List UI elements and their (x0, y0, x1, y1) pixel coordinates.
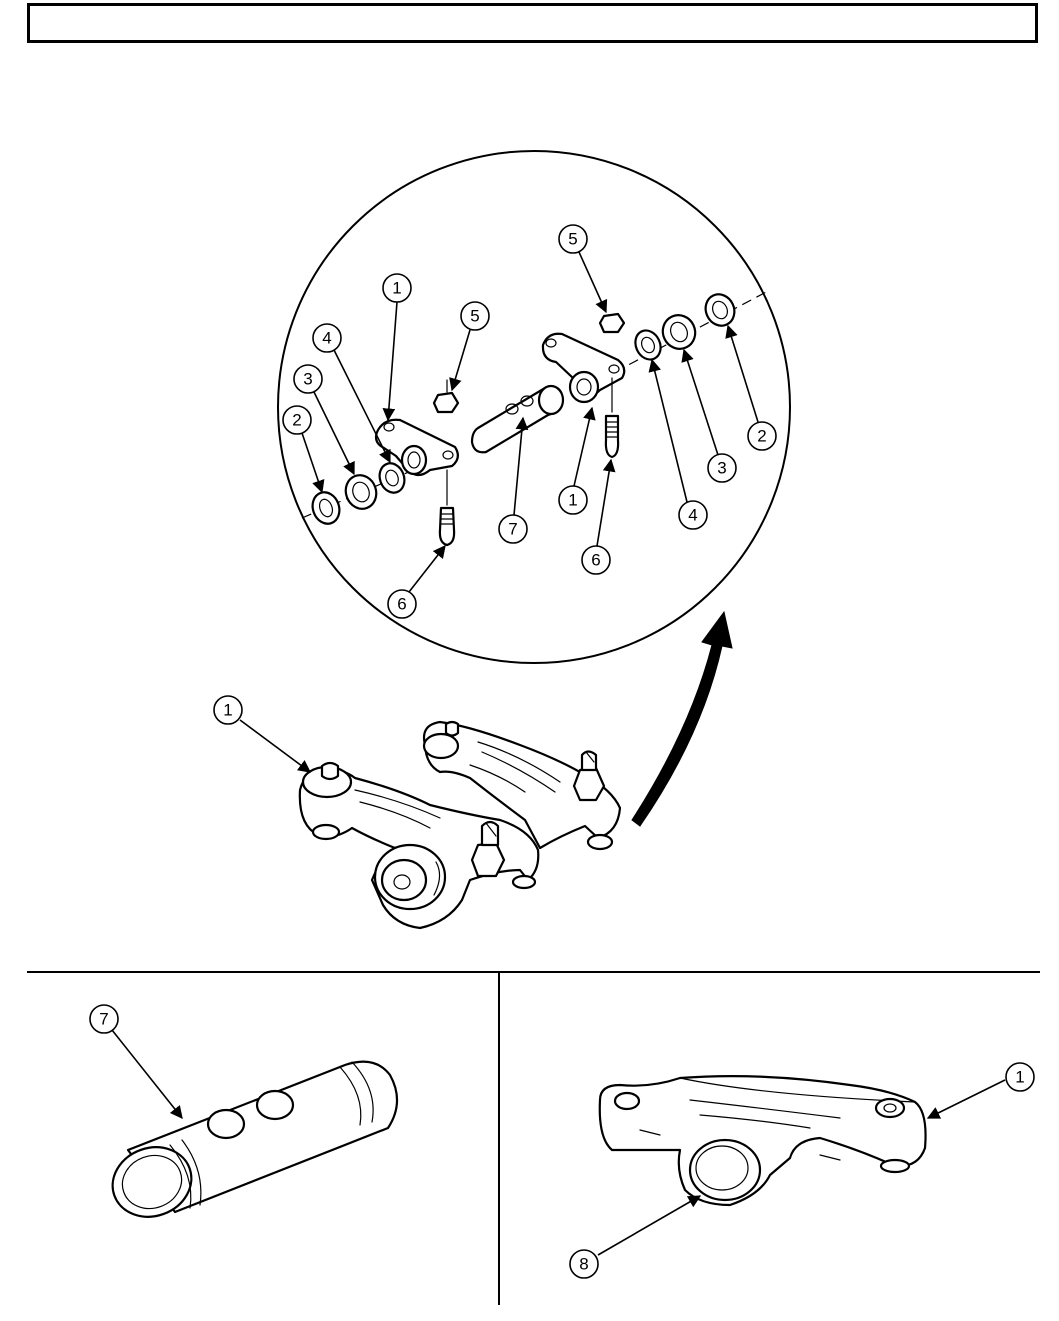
leader-d-1b (574, 408, 592, 486)
callout-d-2b: 2 (748, 422, 776, 450)
leader-d-3b (684, 350, 718, 455)
leader-bore-8 (598, 1196, 700, 1255)
svg-text:1: 1 (1015, 1068, 1024, 1087)
callout-d-5b: 5 (559, 225, 587, 253)
callout-shaft-7: 7 (90, 1005, 118, 1033)
leader-d-5a (452, 330, 470, 390)
svg-text:6: 6 (591, 551, 600, 570)
svg-text:4: 4 (688, 506, 697, 525)
detail-pointer-arrow (632, 612, 732, 826)
right-spring-washer (631, 326, 665, 363)
callout-d-6a: 6 (388, 590, 416, 618)
leader-assembly-1 (240, 720, 310, 772)
callout-bore-8: 8 (570, 1250, 598, 1278)
svg-text:5: 5 (470, 307, 479, 326)
leader-d-1a (388, 302, 397, 420)
svg-text:1: 1 (568, 491, 577, 510)
left-washer (341, 471, 381, 513)
leader-d-2a (302, 433, 322, 492)
callout-d-3b: 3 (708, 454, 736, 482)
callout-d-5a: 5 (461, 302, 489, 330)
svg-text:8: 8 (579, 1255, 588, 1274)
svg-text:1: 1 (223, 701, 232, 720)
leader-d-2b (728, 326, 758, 422)
callout-assembly-1: 1 (214, 696, 242, 724)
rocker-shaft-detail (472, 386, 563, 452)
svg-text:2: 2 (292, 411, 301, 430)
rocker-arm-assembly (300, 722, 620, 928)
svg-text:6: 6 (397, 595, 406, 614)
callout-d-7: 7 (499, 515, 527, 543)
callout-d-4a: 4 (313, 324, 341, 352)
left-snap-ring (308, 489, 343, 528)
callout-d-6b: 6 (582, 546, 610, 574)
callout-d-1b: 1 (559, 486, 587, 514)
callout-d-1a: 1 (383, 274, 411, 302)
leader-d-4b (652, 360, 687, 502)
leader-d-6a (409, 546, 445, 592)
svg-text:7: 7 (99, 1010, 108, 1029)
rocker-shaft-view (103, 1062, 397, 1228)
svg-text:3: 3 (717, 459, 726, 478)
svg-text:5: 5 (568, 230, 577, 249)
leader-d-4a (334, 350, 390, 462)
right-adjust-nut (600, 314, 624, 332)
rocker-arm-view (600, 1076, 926, 1205)
svg-text:7: 7 (508, 520, 517, 539)
leader-d-3a (314, 392, 354, 474)
callout-d-3a: 3 (294, 365, 322, 393)
leader-d-5b (579, 252, 606, 312)
leader-rocker-arm-1 (928, 1080, 1005, 1118)
callout-rocker-arm-1: 1 (1006, 1063, 1034, 1091)
callout-d-2a: 2 (283, 406, 311, 434)
svg-text:3: 3 (303, 370, 312, 389)
svg-text:1: 1 (392, 279, 401, 298)
svg-text:4: 4 (322, 329, 331, 348)
left-adjust-nut (434, 393, 458, 412)
svg-text:2: 2 (757, 427, 766, 446)
leader-d-6b (597, 460, 611, 546)
leader-shaft-7 (112, 1030, 182, 1118)
callout-d-4b: 4 (679, 501, 707, 529)
right-washer (657, 310, 700, 354)
